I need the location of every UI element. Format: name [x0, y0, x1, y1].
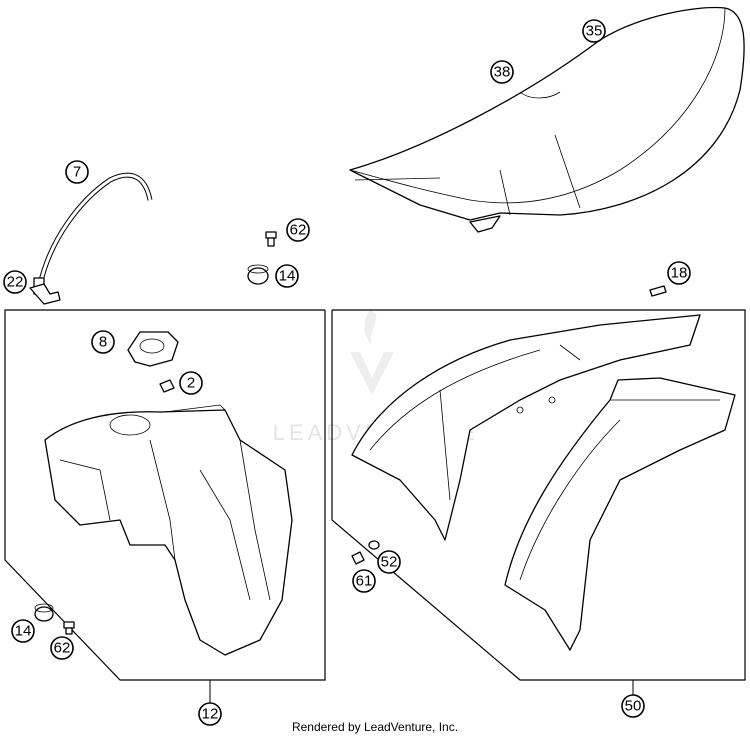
- callout-35: 35: [582, 19, 606, 43]
- right-spoiler-part: [504, 377, 736, 651]
- svg-text:2: 2: [187, 375, 195, 392]
- leadventure-logo-icon: [350, 310, 394, 395]
- callout-7: 7: [65, 160, 89, 184]
- callout-12: 12: [198, 702, 222, 726]
- screw-part-61: [351, 551, 365, 565]
- svg-text:18: 18: [671, 265, 688, 282]
- rubber-bushing-part-upper: [247, 264, 269, 285]
- svg-text:38: 38: [494, 64, 511, 81]
- washer-part-52: [368, 540, 380, 550]
- svg-text:14: 14: [279, 268, 296, 285]
- svg-text:62: 62: [54, 640, 71, 657]
- seat-part: [349, 6, 745, 233]
- callout-50: 50: [621, 694, 645, 718]
- fuel-cap-part: [127, 331, 179, 367]
- footer-credit: Rendered by LeadVenture, Inc.: [291, 720, 459, 734]
- callout-38: 38: [490, 60, 514, 84]
- bolt-part-lower: [63, 621, 75, 635]
- callout-62-upper: 62: [286, 218, 310, 242]
- callout-8: 8: [91, 330, 115, 354]
- svg-text:52: 52: [381, 554, 398, 571]
- fuel-tank-part: [44, 404, 293, 656]
- hose-elbow-part: [29, 283, 61, 305]
- callout-52: 52: [377, 550, 401, 574]
- svg-text:12: 12: [202, 706, 219, 723]
- svg-text:61: 61: [356, 573, 373, 590]
- rubber-bushing-part-lower: [34, 603, 54, 622]
- callout-18: 18: [667, 261, 691, 285]
- svg-text:8: 8: [99, 334, 107, 351]
- screw-part-2: [159, 379, 175, 393]
- callout-14-lower: 14: [11, 619, 35, 643]
- breather-hose-part: [33, 172, 153, 295]
- callout-14-upper: 14: [275, 264, 299, 288]
- svg-text:14: 14: [15, 623, 32, 640]
- svg-text:50: 50: [625, 698, 642, 715]
- svg-text:35: 35: [586, 23, 603, 40]
- fuel-tank-group-frame: [4, 309, 326, 681]
- bolt-part-upper: [265, 231, 277, 247]
- callout-2: 2: [179, 371, 203, 395]
- callout-62-lower: 62: [50, 636, 74, 660]
- callout-22: 22: [3, 270, 27, 294]
- left-spoiler-part: [351, 314, 701, 541]
- svg-text:62: 62: [290, 222, 307, 239]
- svg-text:22: 22: [7, 274, 24, 291]
- svg-text:7: 7: [73, 164, 81, 181]
- callout-61: 61: [352, 569, 376, 593]
- screw-part-18: [649, 285, 667, 297]
